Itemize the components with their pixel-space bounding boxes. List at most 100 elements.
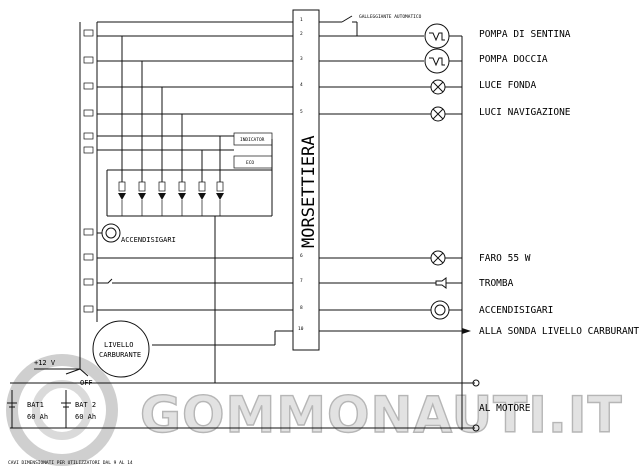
watermark-logo-inner [32, 380, 92, 440]
lamp-icon-cross [432, 252, 444, 264]
indicator-led [178, 181, 186, 216]
fuse-9 [83, 278, 94, 286]
terminal-number: 4 [300, 82, 303, 88]
socket-label: ACCENDISIGARI [121, 236, 176, 244]
led-icon [138, 193, 146, 200]
cigarette-lighter-right [430, 300, 462, 320]
selector-switch-icon [65, 368, 89, 377]
led-icon [178, 193, 186, 200]
led-resistor [198, 181, 206, 192]
rail-terminal-top [472, 379, 480, 387]
switch-panel: INDICATOR ECO [97, 36, 273, 217]
battery-name: BAT 2 [75, 401, 96, 409]
lamp-icon-cross [432, 108, 444, 120]
terminal-number: 1 [300, 17, 303, 23]
fuse-7 [83, 228, 94, 236]
indicator-led [118, 181, 126, 216]
terminal-number: 7 [300, 278, 303, 284]
fuel-gauge: LIVELLO CARBURANTE [92, 320, 150, 378]
terminal-block [292, 9, 320, 351]
load-label: ACCENDISIGARI [479, 305, 553, 316]
horn-button-icon [97, 278, 122, 284]
instrument-label-1: INDICATOR [240, 137, 265, 143]
instrument-label-2: ECO [246, 160, 254, 166]
pump-icon [424, 23, 450, 49]
fuses [83, 29, 94, 313]
led-icon [216, 193, 224, 200]
lamp-navigation [430, 106, 462, 122]
fuse-2 [83, 56, 94, 64]
socket-icon-inner [105, 227, 117, 239]
footnote: CAVI DIMENSIONATI PER UTILIZZATORI DAL 9… [8, 460, 133, 466]
battery-name: BAT1 [27, 401, 44, 409]
pump-icon-waveform [429, 32, 445, 42]
battery-capacity: 60 Ah [75, 413, 96, 421]
led-icon [118, 193, 126, 200]
lamp-fonda [430, 79, 462, 95]
terminal-number: 3 [300, 56, 303, 62]
terminal-number: 2 [300, 31, 303, 37]
led-resistor [158, 181, 166, 192]
output-wires [319, 15, 462, 332]
load-label: TROMBA [479, 278, 514, 289]
terminal-numbers: 1 2 3 4 5 6 7 8 10 [298, 17, 304, 332]
pump-2 [424, 48, 462, 74]
auto-switch-label: GALLEGGIANTE AUTOMATICO [359, 14, 422, 20]
fuse-6 [83, 146, 94, 154]
gauge-label-line1: LIVELLO [104, 341, 134, 349]
terminal-number: 6 [300, 253, 303, 259]
fuse-1 [83, 29, 94, 37]
led-icon [158, 193, 166, 200]
branch-wires [97, 21, 293, 346]
gauge-label-line2: CARBURANTE [99, 351, 141, 359]
battery-icon [61, 402, 71, 408]
led-resistor [138, 181, 146, 192]
indicator-led [138, 181, 146, 216]
auto-switch-blade [341, 15, 353, 23]
load-label: LUCI NAVIGAZIONE [479, 107, 571, 118]
fuse-3 [83, 82, 94, 90]
pump-1 [424, 23, 462, 49]
battery-capacity: 60 Ah [27, 413, 48, 421]
socket-icon [101, 223, 121, 243]
terminal-number: 8 [300, 305, 303, 311]
lamp-faro [430, 250, 462, 266]
terminal-number: 5 [300, 109, 303, 115]
lamp-icon-cross [432, 81, 444, 93]
cigarette-lighter-panel: ACCENDISIGARI [97, 223, 176, 244]
pump-icon-waveform [429, 57, 445, 67]
motor-label: AL MOTORE [479, 403, 531, 414]
fuse-5 [83, 132, 94, 140]
watermark: GOMMONAUTI.IT [6, 354, 623, 466]
terminal-number: 10 [298, 326, 304, 332]
load-label: ALLA SONDA LIVELLO CARBURANTE [479, 326, 640, 337]
selector-state: OFF [80, 379, 93, 387]
gauge-icon [92, 320, 150, 378]
fuse-10 [83, 305, 94, 313]
load-label: LUCE FONDA [479, 80, 536, 91]
horn [435, 277, 462, 289]
led-resistor [118, 181, 126, 192]
battery-icon [7, 402, 17, 408]
load-label: FARO 55 W [479, 253, 531, 264]
rail-terminal-bottom [472, 424, 480, 432]
load-labels: POMPA DI SENTINA POMPA DOCCIA LUCE FONDA… [479, 29, 640, 337]
watermark-text: GOMMONAUTI.IT [140, 386, 623, 444]
horn-icon [435, 277, 447, 289]
led-icon [198, 193, 206, 200]
arrow-icon [462, 328, 471, 334]
socket-icon [430, 300, 450, 320]
pump-icon [424, 48, 450, 74]
indicator-led [216, 181, 224, 216]
fuse-8 [83, 253, 94, 261]
supply-voltage: +12 V [34, 359, 56, 367]
terminal-block-label: MORSETTIERA [299, 135, 319, 248]
fuse-4 [83, 109, 94, 117]
load-label: POMPA DOCCIA [479, 54, 548, 65]
led-resistor [216, 181, 224, 192]
power-supply: +12 V OFF BAT1 60 Ah BAT 2 60 Ah AL MOTO… [7, 318, 531, 428]
indicator-led [158, 181, 166, 216]
watermark-logo-ring [6, 354, 118, 466]
